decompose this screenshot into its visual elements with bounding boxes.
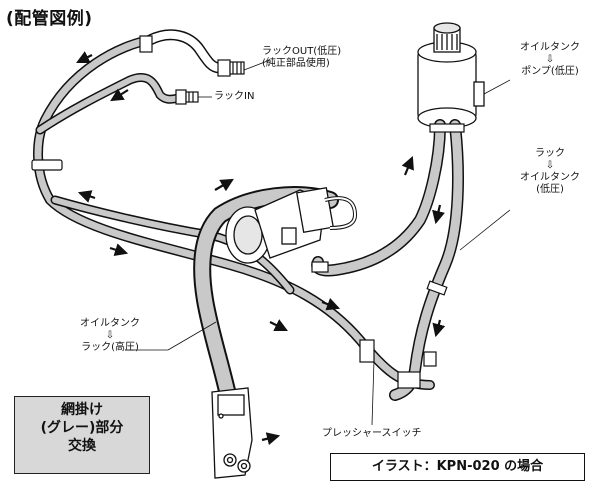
rack-in-label: ラックIN	[214, 91, 255, 102]
diagram-title: (配管図例)	[6, 9, 93, 29]
pressure-switch-fitting	[359, 339, 437, 389]
legend-line3: 交換	[68, 438, 96, 454]
rack-out-label-line1: ラックOUT(低圧)	[262, 46, 342, 57]
rack-to-tank-label: ラック ⇩ オイルタンク (低圧)	[508, 148, 592, 196]
pressure-switch-label: プレッシャースイッチ	[322, 428, 422, 439]
rack-out-label-line2: (純正部品使用)	[262, 58, 330, 69]
oil-tank	[417, 22, 485, 129]
rack-in-fitting	[175, 89, 199, 105]
rack-out-fitting	[217, 59, 245, 77]
rack-to-tank-arrow: ⇩	[545, 160, 555, 171]
tank-to-pump-line2: ポンプ(低圧)	[521, 66, 579, 77]
legend-line2: (グレー)部分	[40, 420, 124, 436]
legend-box: 網掛け (グレー)部分 交換	[14, 396, 150, 474]
tank-to-pump-line1: オイルタンク	[520, 42, 580, 53]
left-clamp	[31, 159, 63, 171]
rack-out-label: ラックOUT(低圧) (純正部品使用)	[262, 46, 341, 70]
tank-to-pump-label: オイルタンク ⇩ ポンプ(低圧)	[508, 42, 592, 78]
top-clamp	[139, 35, 153, 53]
rack-to-tank-line1: ラック	[535, 148, 565, 159]
mid-clamp	[426, 280, 448, 296]
rack-bracket	[211, 387, 253, 479]
tank-to-rack-line1: オイルタンク	[80, 318, 140, 329]
tank-to-rack-arrow: ⇩	[105, 330, 115, 341]
tank-to-pump-arrow: ⇩	[545, 54, 555, 65]
legend-line1: 網掛け	[61, 402, 103, 418]
pressure-switch-body	[225, 186, 358, 264]
tank-to-rack-line2: ラック(高圧)	[81, 342, 139, 353]
switch-clamp	[311, 261, 329, 273]
flow-arrows	[76, 51, 446, 446]
rack-in-hose	[35, 73, 183, 135]
tank-to-rack-label: オイルタンク ⇩ ラック(高圧)	[68, 318, 152, 354]
illustration-caption: イラスト：KPN-020 の場合	[330, 453, 585, 481]
tank-clamp	[429, 123, 465, 133]
rack-to-tank-line2: オイルタンク	[520, 172, 580, 183]
rack-to-tank-line3: (低圧)	[536, 184, 564, 195]
high-pressure-hose	[193, 186, 339, 404]
leader-lines	[125, 59, 511, 426]
tank-hoses	[311, 119, 464, 401]
rack-out-hose	[144, 29, 226, 74]
